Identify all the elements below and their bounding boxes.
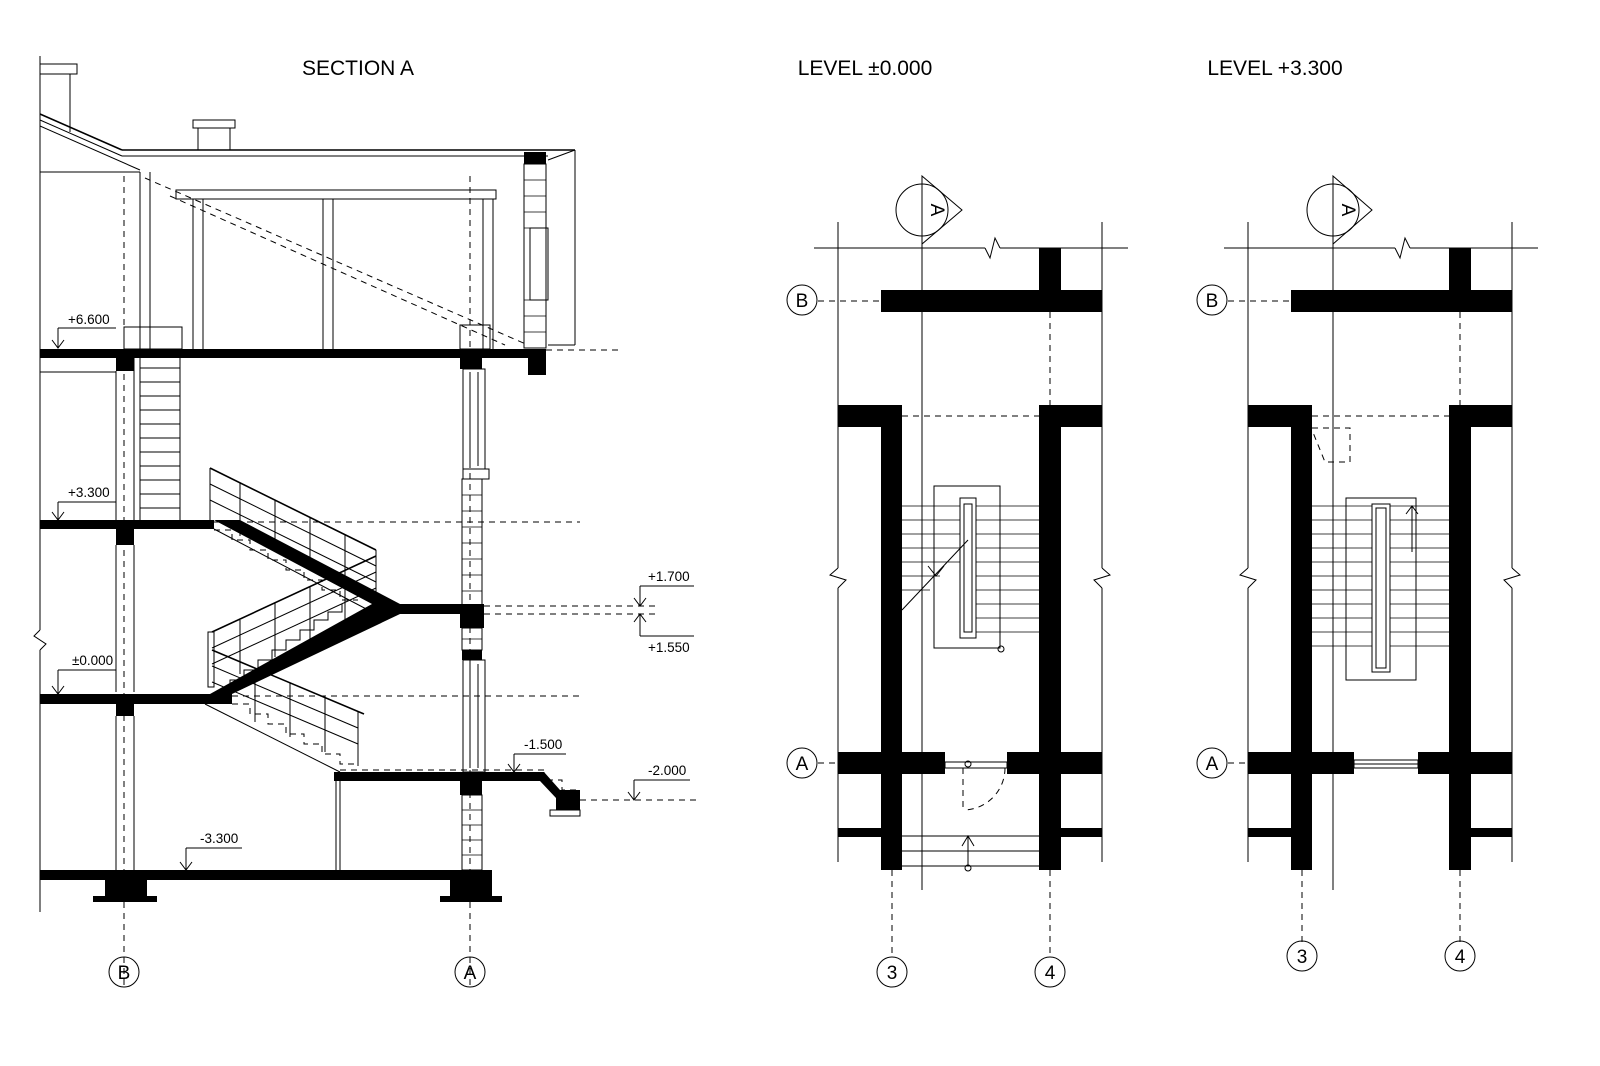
plan-upper-axis-4: 4 [1444,940,1476,972]
section-axis-b: B [108,956,140,988]
plan-upper-section-mark: A [1337,204,1358,217]
plan-ground-axis-3: 3 [876,956,908,988]
section-axis-b-label: B [118,963,131,984]
plan-upper-axis-3: 3 [1286,940,1318,972]
level-landing-bottom: +1.550 [648,640,690,655]
plan-upper-axis-a: A [1196,747,1228,779]
plan-ground-axis-3-label: 3 [887,963,898,984]
level-landing-top: +1.700 [648,569,690,584]
level-roof: +6.600 [68,312,110,327]
plan-upper-axis-b: B [1196,284,1228,316]
plan-upper-axis-b-label: B [1206,291,1219,312]
level-outside: -2.000 [648,763,686,778]
section-title: SECTION A [302,57,414,80]
level-ground: ±0.000 [72,653,113,668]
plan-ground-axis-4-label: 4 [1045,963,1056,984]
level-floor2: +3.300 [68,485,110,500]
level-entry: -1.500 [524,737,562,752]
plan-upper-title: LEVEL +3.300 [1207,57,1342,80]
section-axis-a-label: A [464,963,477,984]
plan-ground-title: LEVEL ±0.000 [798,57,933,80]
plan-upper-axis-3-label: 3 [1297,947,1308,968]
plan-upper-axis-a-label: A [1206,754,1219,775]
section-level-marks: +6.600 +3.300 ±0.000 +1.700 +1.550 -1.50… [51,312,696,871]
section-drawing [33,56,656,985]
plan-upper-axis-4-label: 4 [1455,947,1466,968]
plan-ground-axis-4: 4 [1034,956,1066,988]
section-axis-a: A [454,956,486,988]
plan-ground-drawing: A [814,174,1128,958]
plan-ground-section-mark: A [926,204,947,217]
level-basement: -3.300 [200,831,238,846]
plan-upper-drawing: A [1224,174,1538,942]
plan-ground-axis-b-label: B [796,291,809,312]
plan-ground-axis-a: A [786,747,818,779]
plan-ground-axis-b: B [786,284,818,316]
plan-ground-axis-a-label: A [796,754,809,775]
